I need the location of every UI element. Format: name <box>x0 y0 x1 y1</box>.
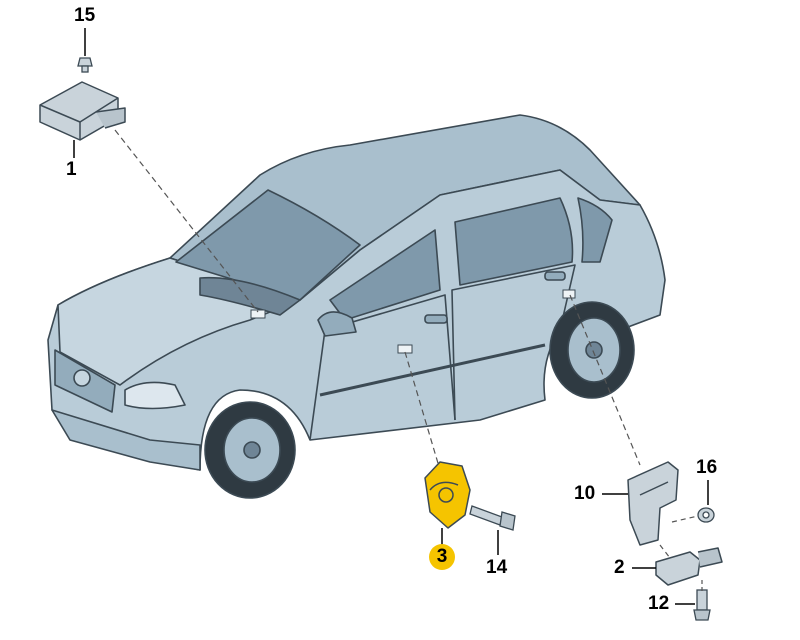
side-molding <box>319 343 546 397</box>
part-14-bolt <box>469 505 516 531</box>
rear-side-window <box>454 197 574 286</box>
door-line-front <box>309 294 456 441</box>
callout-1: 1 <box>66 159 77 180</box>
headlight <box>124 381 186 410</box>
dashed-leader-lines <box>114 129 641 471</box>
door-handle-rear <box>544 271 566 281</box>
door-handle-front <box>424 314 448 324</box>
sensor-marker-rear <box>562 289 576 299</box>
leader-16-dash <box>671 515 699 523</box>
callout-15: 15 <box>74 5 96 26</box>
sensor-marker-door <box>397 344 413 354</box>
callout-16: 16 <box>696 457 718 478</box>
part-15-nut <box>77 57 93 73</box>
part-16-nut <box>697 507 715 523</box>
part-10-bracket <box>627 461 679 546</box>
leader-2-dash <box>659 544 671 559</box>
car-illustration <box>47 114 666 499</box>
front-bumper <box>51 409 201 471</box>
callout-2: 2 <box>614 557 625 578</box>
dashboard <box>199 276 301 316</box>
callout-12: 12 <box>648 593 670 614</box>
brand-emblem <box>73 369 91 387</box>
sensor-marker-dash <box>250 309 266 319</box>
leader-10 <box>569 294 641 466</box>
rear-quarter-window <box>577 197 613 263</box>
part-3-crash-sensor <box>424 461 471 529</box>
part-1-control-module <box>39 81 126 141</box>
callout-10: 10 <box>574 483 596 504</box>
part-2-sensor <box>655 547 723 586</box>
windshield <box>175 189 361 301</box>
callout-3: 3 <box>429 544 455 570</box>
side-mirror <box>317 311 357 337</box>
leader-1 <box>114 129 259 313</box>
part-12-bolt <box>693 589 711 621</box>
leader-3 <box>404 351 441 471</box>
callout-14: 14 <box>486 557 508 578</box>
rear-hub <box>585 341 603 359</box>
front-hub <box>243 441 261 459</box>
